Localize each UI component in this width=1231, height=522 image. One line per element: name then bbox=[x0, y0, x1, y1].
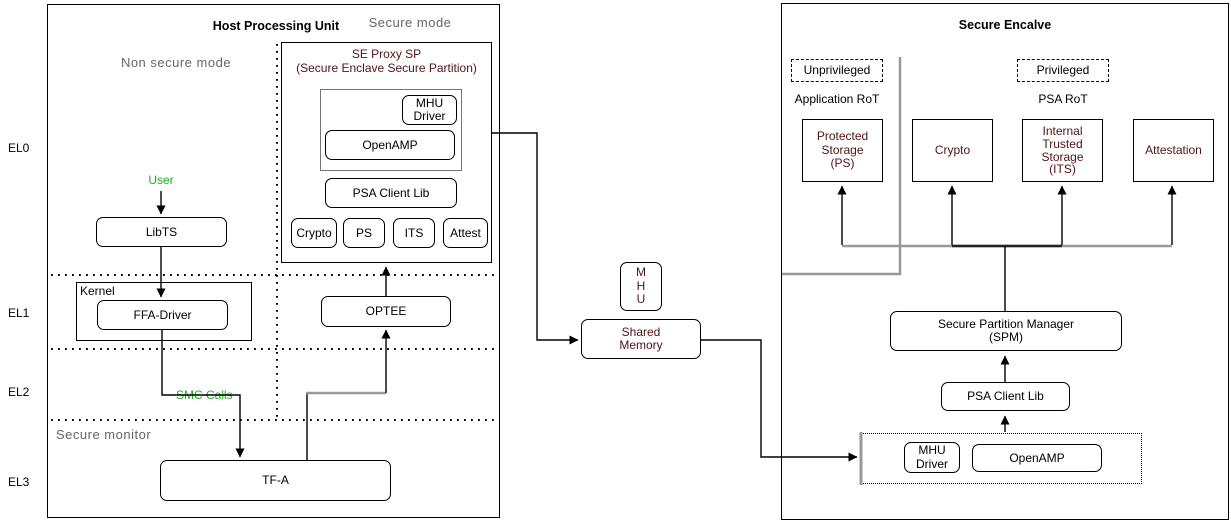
shared-memory-box: Shared Memory bbox=[581, 319, 701, 359]
seproxy-to-sharedmem-arrow bbox=[492, 132, 579, 345]
se-proxy-inner-container bbox=[320, 89, 462, 171]
host-its-box: ITS bbox=[393, 218, 435, 248]
tfa-box: TF-A bbox=[160, 460, 391, 501]
ffa-driver-box: FFA-Driver bbox=[97, 300, 228, 330]
optee-box: OPTEE bbox=[321, 296, 451, 327]
non-secure-mode-label: Non secure mode bbox=[120, 55, 232, 70]
host-psa-client-lib-box: PSA Client Lib bbox=[325, 178, 457, 208]
unprivileged-box: Unprivileged bbox=[791, 59, 883, 82]
libts-box: LibTS bbox=[96, 217, 227, 247]
el0-label: EL0 bbox=[8, 141, 30, 155]
host-openamp-box: OpenAMP bbox=[325, 130, 455, 160]
el3-label: EL3 bbox=[8, 475, 30, 489]
el1-label: EL1 bbox=[8, 306, 30, 320]
attestation-box: Attestation bbox=[1133, 119, 1214, 182]
smc-calls-label: SMC Calls bbox=[172, 388, 237, 403]
enclave-its-box: Internal Trusted Storage (ITS) bbox=[1022, 119, 1103, 182]
host-mhu-driver-box: MHU Driver bbox=[402, 95, 457, 125]
host-title: Host Processing Unit bbox=[212, 19, 340, 33]
se-proxy-sp-box bbox=[281, 42, 492, 263]
application-rot-label: Application RoT bbox=[794, 92, 880, 106]
enclave-title: Secure Encalve bbox=[958, 18, 1052, 32]
enclave-mhu-driver-box: MHU Driver bbox=[904, 442, 960, 473]
mhu-box: M H U bbox=[620, 262, 662, 311]
kernel-label: Kernel bbox=[80, 284, 115, 298]
secure-mode-label: Secure mode bbox=[368, 15, 452, 30]
spm-box: Secure Partition Manager (SPM) bbox=[890, 311, 1122, 351]
host-attest-box: Attest bbox=[443, 218, 488, 248]
host-crypto-box: Crypto bbox=[291, 218, 337, 248]
enclave-openamp-box: OpenAMP bbox=[972, 444, 1102, 472]
host-ps-box: PS bbox=[343, 218, 385, 248]
privileged-box: Privileged bbox=[1017, 59, 1109, 82]
secure-monitor-label: Secure monitor bbox=[56, 427, 152, 442]
protected-storage-box: Protected Storage (PS) bbox=[802, 119, 883, 182]
se-proxy-sp-title: SE Proxy SP (Secure Enclave Secure Parti… bbox=[296, 47, 477, 76]
el2-label: EL2 bbox=[8, 385, 30, 399]
enclave-psa-client-lib-box: PSA Client Lib bbox=[941, 382, 1070, 411]
user-label: User bbox=[148, 173, 174, 187]
psa-rot-label: PSA RoT bbox=[1038, 92, 1088, 106]
secure-enclave-box bbox=[781, 3, 1229, 520]
enclave-crypto-box: Crypto bbox=[912, 119, 993, 182]
